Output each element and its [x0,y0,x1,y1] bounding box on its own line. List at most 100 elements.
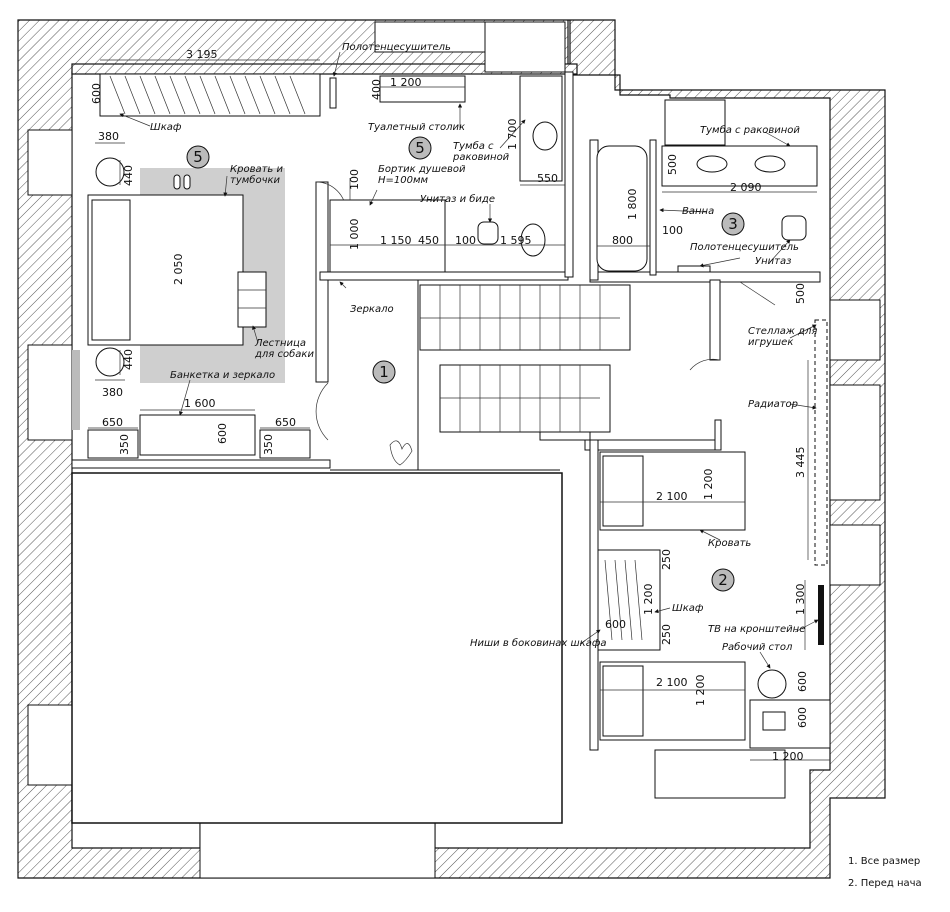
window [27,704,73,786]
window [829,299,881,361]
label-vanity-table: Туалетный столик [368,122,465,133]
bed-pillow [602,455,644,527]
label-sink-cabinet-3: Тумба с раковиной [700,124,800,136]
dim-text: 1 800 [626,189,639,221]
partition [589,439,599,751]
partition [71,459,331,469]
dim-text: 440 [122,165,135,186]
dim-text: 1 600 [184,397,216,410]
nightstand [95,157,125,187]
label-bed-2: Кровать [708,538,751,549]
room-number-3: 3 [721,212,745,236]
desk [749,699,831,749]
cabinet [259,429,311,459]
tv-bracket [818,585,824,645]
dim-text: 380 [102,386,123,399]
footnote-2: 2. Перед нача [848,878,922,889]
window [374,21,486,53]
sink-bowl [754,155,786,173]
dim-text: 600 [796,671,809,692]
toilet [781,215,807,241]
toilet [477,221,499,245]
dim-text: 2 100 [656,676,688,689]
svg-text:1: 1 [379,363,389,381]
dim-text: 250 [660,624,673,645]
dim-text: 2 050 [172,254,185,286]
dim-text: 450 [418,234,439,247]
partition [584,439,721,451]
dim-text: 1 700 [506,119,519,151]
dim-text: 350 [118,434,131,455]
dim-text: 600 [605,618,626,631]
dim-text: 1 200 [772,750,804,763]
dim-text: 500 [794,283,807,304]
label-toilet-bidet: Унитаз и биде [420,193,495,205]
room-number-5: 5 [408,136,432,160]
toy-shelf [814,319,828,566]
dim-text: 1 300 [794,584,807,616]
label-bench-mirror: Банкетка и зеркало [170,370,275,381]
wall-segment [71,63,578,75]
partition [649,139,657,276]
door-swing [739,281,776,306]
slipper-icon [173,174,181,190]
svg-text:2: 2 [718,571,728,589]
svg-text:5: 5 [193,148,203,166]
label-wardrobe-niches: Ниши в боковинах шкафа [470,637,607,649]
label-towel-warmer-top: Полотенцесушитель [342,42,451,53]
towel-warmer [677,265,711,273]
dim-text: 650 [102,416,123,429]
partition [539,431,591,441]
dim-text: 2 100 [656,490,688,503]
dim-text: 500 [666,154,679,175]
room-number-2: 2 [711,568,735,592]
window [484,21,566,73]
label-bathtub: Ванна [682,206,714,217]
label-toilet: Унитаз [755,256,791,267]
door-swing [689,358,721,371]
staircase [419,284,631,433]
dim-text: 1 200 [390,76,422,89]
dim-text: 440 [122,349,135,370]
partition [315,181,329,383]
wardrobe [99,73,321,117]
desk-chair [757,669,787,699]
window [27,344,73,441]
dim-text: 1 200 [694,675,707,707]
shower-ledge [329,199,446,273]
cabinet [87,429,139,459]
partition [714,419,722,451]
label-wardrobe-top: Шкаф [150,122,182,133]
dim-text: 1 595 [500,234,532,247]
partition [319,271,569,281]
window [829,524,881,586]
dim-text: 100 [348,169,361,190]
dim-text: 380 [98,130,119,143]
bed-pillow [91,199,131,341]
partition [709,279,721,361]
dim-text: 600 [796,707,809,728]
label-towel-warmer-3: Полотенцесушитель [690,242,799,253]
footnote-1: 1. Все размер [848,856,921,867]
open-void [71,472,563,824]
dim-text: 1 200 [642,584,655,616]
window [199,819,436,879]
svg-text:3: 3 [728,215,738,233]
dim-text: 800 [612,234,633,247]
slipper-icon [183,174,191,190]
bathtub [596,145,648,272]
towel-warmer [329,77,337,109]
dim-text: 100 [662,224,683,237]
partition [564,71,574,278]
dog-stairs [237,271,267,328]
dim-text: 600 [216,423,229,444]
label-tv-bracket: ТВ на кронштейне [708,624,805,635]
bench [139,414,256,456]
nightstand [95,347,125,377]
dim-text: 1 000 [348,219,361,251]
dim-text: 100 [455,234,476,247]
